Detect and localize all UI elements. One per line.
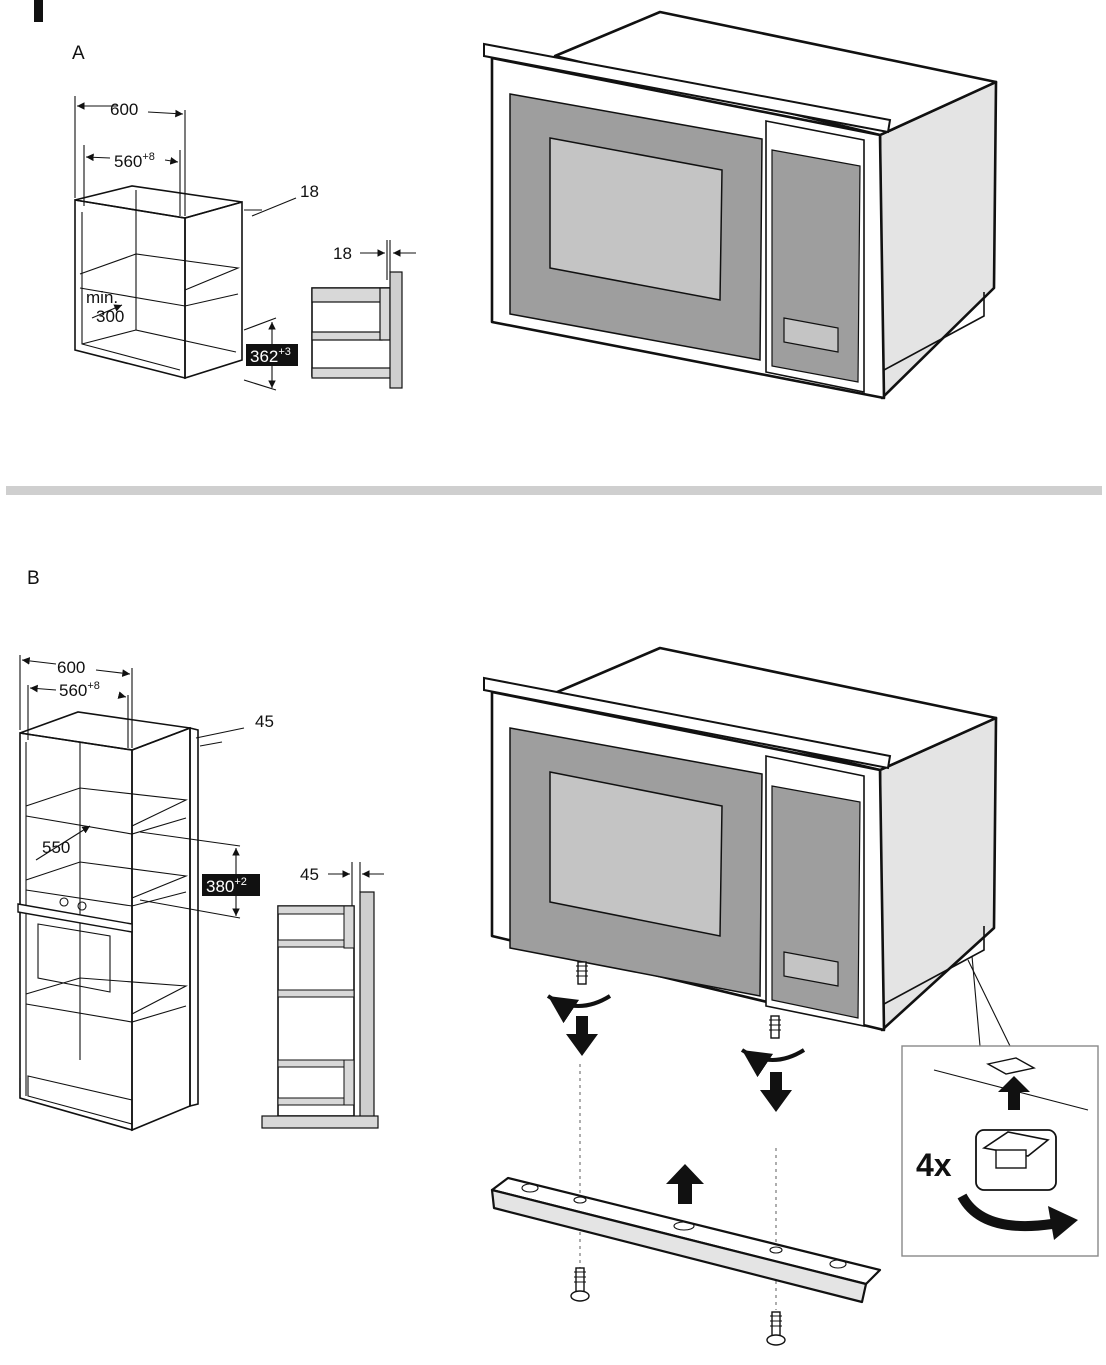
a-detail-18: 18 [333, 244, 352, 263]
b-panel-45: 45 [255, 712, 274, 731]
a-panel-18: 18 [300, 182, 319, 201]
section-divider [6, 486, 1102, 495]
b-width-560: 560+8 [59, 680, 100, 700]
detail-a [311, 240, 416, 389]
cabinet-b [17, 655, 245, 1132]
b-height-badge [202, 874, 260, 896]
mounting-rail [490, 1176, 882, 1304]
a-min-300: 300 [96, 307, 124, 326]
corner-mark [34, 0, 43, 22]
a-width-560: 560+8 [114, 151, 155, 171]
a-height-362: 362+3 [250, 346, 291, 366]
inset-detail [901, 1045, 1099, 1257]
a-width-600: 600 [110, 100, 138, 119]
microwave-a [483, 10, 998, 400]
down-arrow-icon [760, 1072, 792, 1112]
cabinet-a [74, 96, 297, 391]
screw-count: 4x [916, 1147, 952, 1183]
screw-icon [769, 1015, 781, 1039]
b-depth-550: 550 [42, 838, 70, 857]
detail-b [261, 862, 384, 1129]
microwave-b [483, 646, 998, 1032]
rotate-arrow-icon [740, 1048, 806, 1078]
screw-icon [576, 961, 588, 985]
b-detail-45: 45 [300, 865, 319, 884]
down-arrow-icon [566, 1016, 598, 1056]
up-arrow-icon [666, 1164, 704, 1204]
section-b-label: B [27, 568, 40, 589]
rotate-arrow-icon [546, 994, 612, 1024]
b-height-380: 380+2 [206, 876, 247, 896]
a-height-badge [246, 344, 298, 366]
screw-icon [570, 1267, 590, 1302]
b-width-600: 600 [57, 658, 85, 677]
a-min-label: min. [86, 288, 118, 307]
section-a-label: A [72, 43, 85, 64]
screw-icon [766, 1311, 786, 1346]
